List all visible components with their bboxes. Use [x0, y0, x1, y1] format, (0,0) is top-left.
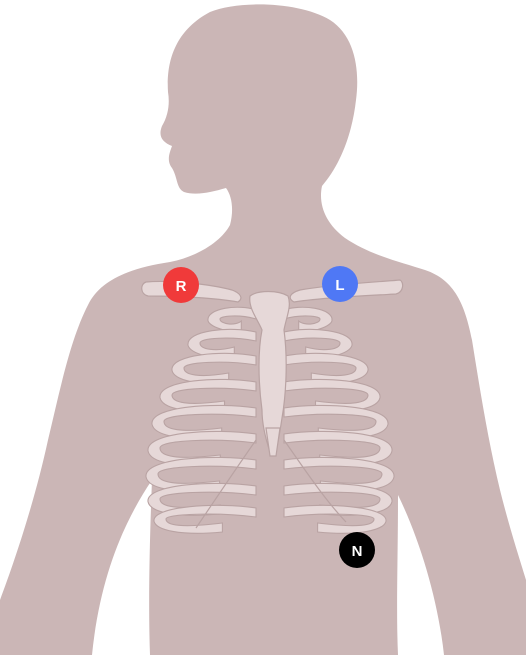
electrode-right: R — [163, 267, 199, 303]
electrode-left: L — [322, 266, 358, 302]
electrode-left-label: L — [335, 277, 344, 294]
electrode-neutral-label: N — [352, 543, 363, 560]
electrode-right-label: R — [176, 278, 187, 295]
electrode-neutral: N — [339, 532, 375, 568]
